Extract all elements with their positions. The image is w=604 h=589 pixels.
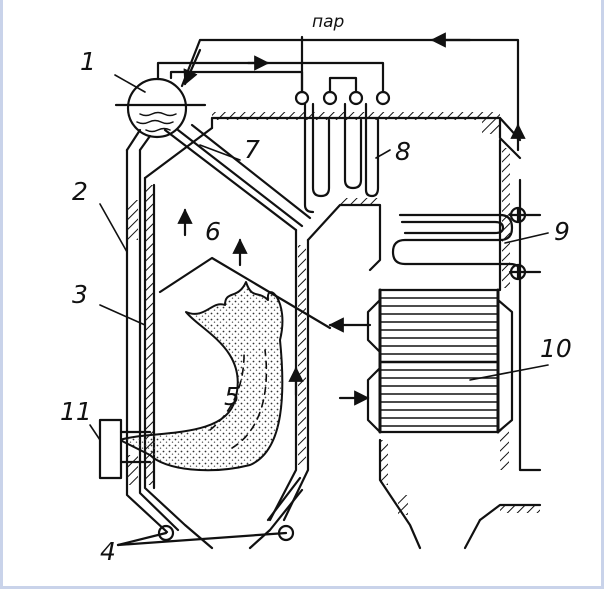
label-4: 4 [100, 537, 116, 566]
flame [119, 281, 284, 472]
label-2: 2 [72, 177, 88, 206]
wall-hatch-left [128, 200, 138, 240]
label-5: 5 [224, 382, 240, 411]
frame-left-edge [0, 0, 3, 589]
economizer [391, 206, 542, 281]
flow-arrows [177, 208, 372, 406]
burner [98, 418, 152, 480]
labels: 1 2 3 4 5 6 7 8 9 10 11 пар [60, 12, 572, 566]
label-11: 11 [60, 397, 92, 426]
label-3: 3 [72, 280, 88, 309]
label-7: 7 [244, 135, 260, 164]
roof [210, 112, 522, 160]
label-9: 9 [554, 217, 570, 246]
superheater [294, 35, 391, 214]
furnace-screen [158, 256, 332, 330]
lower-headers [116, 524, 295, 547]
frame-right-edge [601, 0, 604, 589]
drum-pipes [156, 32, 526, 152]
riser-tubes [143, 123, 312, 232]
label-steam: пар [312, 12, 345, 32]
leader-lines [89, 74, 549, 441]
air-heater [366, 288, 514, 434]
frame-bottom-edge [0, 586, 604, 589]
label-8: 8 [395, 137, 411, 166]
outer-wall-right [463, 138, 542, 550]
label-6: 6 [205, 217, 221, 246]
label-10: 10 [540, 334, 572, 363]
partition-wall [268, 198, 422, 550]
label-1: 1 [80, 47, 96, 76]
steam-drum [114, 77, 207, 139]
